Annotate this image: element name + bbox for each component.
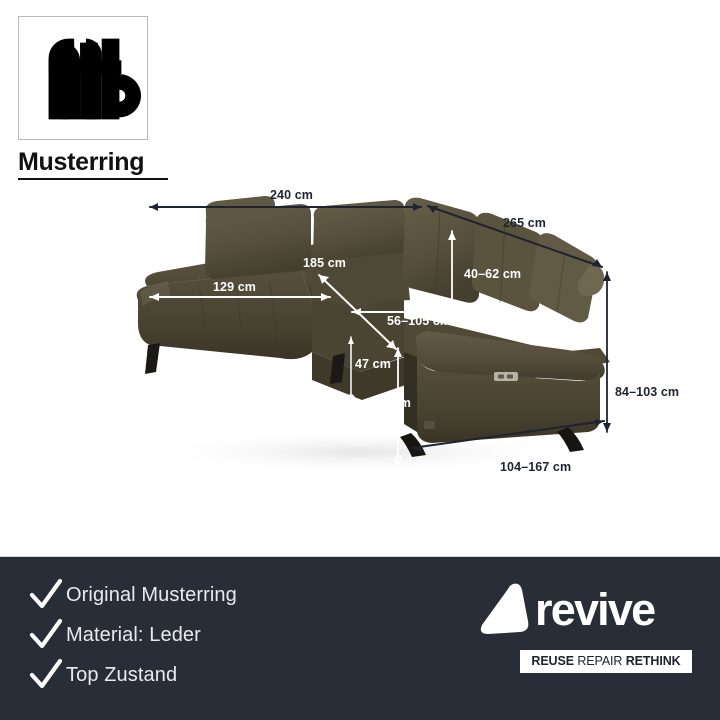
check-icon: [29, 658, 63, 689]
dimension-label-armrest-height: 47 cm: [355, 357, 391, 371]
musterring-monogram-icon: [48, 38, 142, 120]
revive-tagline: REUSE REPAIR RETHINK: [520, 650, 692, 673]
dimension-label-seat-depth: 56–105 cm: [387, 314, 452, 328]
info-banner: Original Musterring Material: Leder Top …: [0, 556, 720, 720]
sofa-illustration: [136, 196, 611, 474]
claim-label: Original Musterring: [66, 584, 237, 606]
dimension-arrows: [149, 203, 611, 464]
dimension-label-sleep-length: 185 cm: [303, 256, 346, 270]
tagline-reuse: REUSE: [531, 654, 574, 668]
list-item: Top Zustand: [26, 655, 237, 695]
dimension-label-backrest-height: 40–62 cm: [464, 267, 522, 281]
claim-label: Material: Leder: [66, 624, 201, 646]
check-icon: [29, 618, 63, 649]
brand-block: Musterring: [18, 16, 170, 180]
tagline-repair: REPAIR: [573, 654, 626, 668]
tagline-rethink: RETHINK: [625, 654, 681, 668]
dimension-label-width-total: 240 cm: [270, 188, 313, 202]
product-photo: 240 cm 265 cm 129 cm 185 cm 40–62 cm 56–…: [136, 188, 680, 474]
revive-wordmark: revive: [535, 583, 656, 635]
dimension-label-depth-total: 265 cm: [503, 216, 546, 230]
dimension-label-side-depth: 104–167 cm: [500, 460, 572, 474]
list-item: Material: Leder: [26, 615, 237, 655]
revive-leaf-icon: [480, 583, 529, 634]
check-icon: [29, 578, 63, 609]
dimension-label-seat-height: 55 cm: [375, 396, 411, 410]
list-item: Original Musterring: [26, 575, 237, 615]
dimension-label-total-height: 84–103 cm: [615, 385, 680, 399]
brand-underline: [18, 178, 168, 180]
dimension-label-chaise-length: 129 cm: [213, 280, 256, 294]
claim-label: Top Zustand: [66, 664, 178, 686]
brand-name: Musterring: [18, 148, 145, 176]
brand-logo-box: [18, 16, 148, 140]
revive-logo: revive REUSE REPAIR RETHINK: [475, 581, 693, 673]
claims-list: Original Musterring Material: Leder Top …: [26, 575, 237, 695]
